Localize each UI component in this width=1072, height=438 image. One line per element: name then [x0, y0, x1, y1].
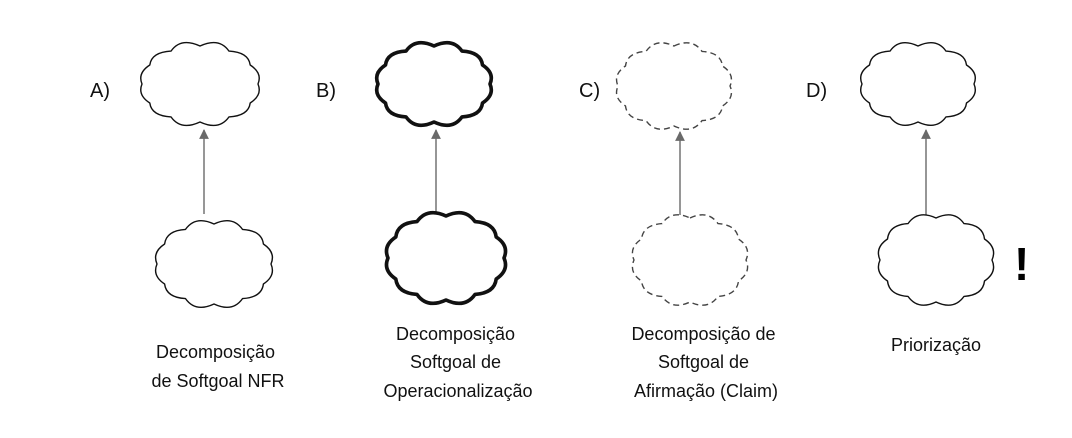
panel-d-caption: Priorização	[891, 335, 981, 355]
panel-c-caption-line-2: Softgoal de	[658, 352, 749, 372]
priority-exclamation-mark: !	[1014, 238, 1029, 290]
cloud-outline	[631, 214, 749, 306]
panel-b-top-softgoal-cloud	[374, 40, 494, 128]
panel-d-bottom-softgoal-cloud	[877, 214, 995, 306]
cloud-outline	[877, 214, 995, 306]
panel-a-caption: Decomposição de Softgoal NFR	[151, 342, 284, 391]
panel-c-caption: Decomposição de Softgoal de Afirmação (C…	[631, 324, 780, 401]
panel-b-caption: Decomposição Softgoal de Operacionalizaç…	[383, 324, 532, 401]
panel-d: D) ! Priorização	[806, 41, 1029, 355]
panel-b-letter: B)	[316, 80, 336, 102]
cloud-outline	[140, 41, 260, 127]
panel-d-top-softgoal-cloud	[860, 41, 976, 127]
panel-a-caption-line-1: Decomposição	[156, 342, 275, 362]
panel-a-top-softgoal-cloud	[140, 41, 260, 127]
cloud-outline	[615, 42, 733, 130]
panel-c-bottom-softgoal-cloud	[631, 214, 749, 306]
panel-c-letter: C)	[579, 80, 600, 102]
panel-b-bottom-softgoal-cloud	[384, 210, 508, 306]
panel-a-letter: A)	[90, 80, 110, 102]
panel-b-caption-line-2: Softgoal de	[410, 352, 501, 372]
panel-b-caption-line-3: Operacionalização	[383, 381, 532, 401]
panel-b-caption-line-1: Decomposição	[396, 324, 515, 344]
cloud-outline	[374, 40, 494, 128]
panel-a: A) Decomposição de Softgoal NFR	[90, 41, 285, 391]
panel-d-caption-line-1: Priorização	[891, 335, 981, 355]
cloud-outline	[860, 41, 976, 127]
panel-c: C) Decomposição de Softgoal de Afirmação…	[579, 42, 780, 401]
panel-d-letter: D)	[806, 80, 827, 102]
panel-a-bottom-softgoal-cloud	[154, 219, 274, 309]
panel-a-caption-line-2: de Softgoal NFR	[151, 371, 284, 391]
cloud-outline	[384, 210, 508, 306]
panel-c-top-softgoal-cloud	[615, 42, 733, 130]
panel-c-caption-line-3: Afirmação (Claim)	[634, 381, 778, 401]
cloud-outline	[154, 219, 274, 309]
panel-c-caption-line-1: Decomposição de	[631, 324, 775, 344]
panel-b: B) Decomposição Softgoal de Operacionali…	[316, 40, 533, 401]
